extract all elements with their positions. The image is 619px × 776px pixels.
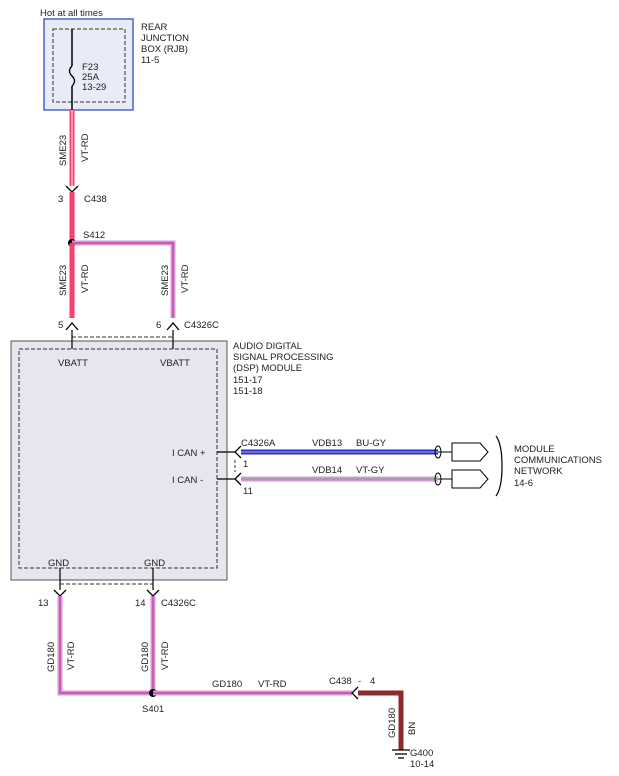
network-line1: MODULE bbox=[514, 444, 555, 455]
module-ref-1: 151-17 bbox=[233, 375, 263, 386]
ground-name: G400 bbox=[410, 748, 433, 759]
wire-vdb13-color: BU-GY bbox=[356, 438, 387, 449]
rjb-name-line1: REAR bbox=[141, 22, 168, 33]
wire-pin6-circuit: SME23 bbox=[160, 265, 171, 296]
vbatt-label-1: VBATT bbox=[58, 358, 88, 369]
ican-plus-label: I CAN + bbox=[172, 448, 206, 459]
wire-bn-color: BN bbox=[407, 722, 418, 735]
rjb-name-line2: JUNCTION bbox=[141, 33, 189, 44]
module-ref-2: 151-18 bbox=[233, 386, 263, 397]
pin13-connector-icon bbox=[53, 589, 67, 597]
pin6-label: 6 bbox=[156, 320, 161, 331]
splice-s412-label: S412 bbox=[83, 230, 105, 241]
module-title-line1: AUDIO DIGITAL bbox=[233, 341, 302, 352]
pin14-connector-icon bbox=[146, 589, 160, 597]
c438-bottom-pin: 4 bbox=[370, 676, 375, 687]
module-title-line3: (DSP) MODULE bbox=[233, 363, 302, 374]
rjb-box bbox=[43, 18, 134, 111]
fuse-name: F23 bbox=[82, 62, 98, 73]
ground-ref: 10-14 bbox=[410, 759, 434, 770]
wire-gd180-pin14-circuit: GD180 bbox=[140, 642, 151, 672]
pin5-label: 5 bbox=[58, 320, 63, 331]
wire-bn bbox=[358, 690, 404, 750]
wire-vdb14-circuit: VDB14 bbox=[312, 465, 342, 476]
network-connector-1-icon bbox=[451, 442, 489, 462]
dsp-module-box bbox=[10, 340, 228, 581]
gnd-label-2: GND bbox=[144, 558, 165, 569]
fuse-ref: 13-29 bbox=[82, 82, 106, 93]
wire-bn-circuit: GD180 bbox=[387, 708, 398, 738]
vbatt-label-2: VBATT bbox=[160, 358, 190, 369]
c438-pin: 3 bbox=[58, 194, 63, 205]
c438-bottom-name: C438 bbox=[329, 676, 352, 687]
network-connector-2-icon bbox=[451, 469, 489, 489]
c438-bottom-dash: - bbox=[358, 676, 361, 687]
module-title-line2: SIGNAL PROCESSING bbox=[233, 352, 333, 363]
c438-name: C438 bbox=[84, 194, 107, 205]
pin14-label: 14 bbox=[135, 598, 146, 609]
hot-at-all-times-label: Hot at all times bbox=[40, 8, 103, 19]
conn-bottom-label: C4326C bbox=[161, 598, 196, 609]
wire-sme23-color: VT-RD bbox=[80, 133, 91, 162]
wire-horiz-color: VT-RD bbox=[258, 679, 287, 690]
fuse-f23-icon bbox=[68, 65, 76, 87]
gnd-label-1: GND bbox=[48, 558, 69, 569]
fuse-rating: 25A bbox=[82, 72, 100, 83]
wire-horiz-circuit: GD180 bbox=[212, 679, 242, 690]
wire-vdb13-circuit: VDB13 bbox=[312, 438, 342, 449]
can-pin11-connector-icon bbox=[234, 472, 242, 486]
pin13-label: 13 bbox=[38, 598, 49, 609]
rjb-ref: 11-5 bbox=[141, 55, 159, 66]
dsp-module-inner-dashed bbox=[18, 348, 218, 569]
wire-gd180-pin14-color: VT-RD bbox=[160, 641, 171, 670]
c438-connector-icon bbox=[65, 185, 79, 193]
wire-gd180-pin13-color: VT-RD bbox=[66, 641, 77, 670]
conn-top-label: C4326C bbox=[184, 320, 219, 331]
wire-vdb14-color: VT-GY bbox=[356, 465, 385, 476]
wire-gd180-pin13-circuit: GD180 bbox=[46, 642, 57, 672]
wire-pin5-circuit: SME23 bbox=[58, 265, 69, 296]
c438-bottom-connector-icon bbox=[351, 686, 359, 700]
network-line3: NETWORK bbox=[514, 466, 563, 477]
pin5-connector-icon bbox=[65, 322, 79, 331]
wire-pin5-color: VT-RD bbox=[80, 264, 91, 293]
wire-sme23-circuit: SME23 bbox=[58, 135, 69, 166]
splice-s401-label: S401 bbox=[142, 704, 164, 715]
wire-pin6-color: VT-RD bbox=[180, 264, 191, 293]
network-line2: COMMUNICATIONS bbox=[514, 455, 602, 466]
pin6-connector-icon bbox=[166, 322, 180, 331]
rjb-name-line3: BOX (RJB) bbox=[141, 44, 188, 55]
network-bracket-icon bbox=[495, 435, 503, 497]
can-pin11-label: 11 bbox=[243, 486, 253, 497]
can-pin1-connector-icon bbox=[234, 445, 242, 459]
can-conn-label: C4326A bbox=[241, 438, 276, 449]
rjb-inner-dashed bbox=[52, 28, 126, 103]
network-ref: 14-6 bbox=[514, 478, 533, 489]
ican-minus-label: I CAN - bbox=[172, 475, 203, 486]
can-pin1-label: 1 bbox=[243, 459, 248, 470]
